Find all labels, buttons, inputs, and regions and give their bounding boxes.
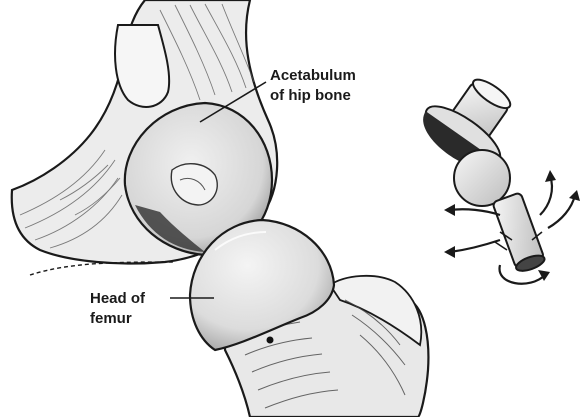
arrow-head-icon bbox=[545, 170, 556, 182]
femur-label-line2: femur bbox=[90, 310, 132, 327]
arrow-head-icon bbox=[569, 190, 580, 201]
ball-socket-inset bbox=[413, 62, 580, 284]
arrow-head-icon bbox=[444, 246, 455, 258]
femur-label-line1: Head of bbox=[90, 290, 146, 307]
arrow-head-icon bbox=[444, 204, 455, 216]
acetabulum-label-line2: of hip bone bbox=[270, 87, 351, 104]
acetabulum-label-line1: Acetabulum bbox=[270, 67, 356, 84]
